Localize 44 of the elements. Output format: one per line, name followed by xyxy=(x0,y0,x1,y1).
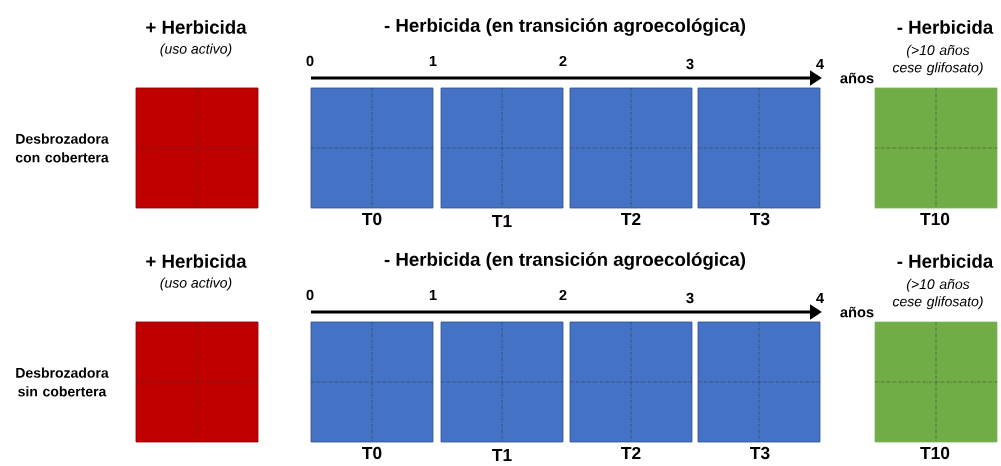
tick-label: 0 xyxy=(306,289,314,301)
tick-label: 1 xyxy=(429,55,437,67)
tick-label: 2 xyxy=(559,289,567,301)
plot-square xyxy=(310,87,434,209)
row-label: Desbrozadora sin cobertera xyxy=(16,367,109,397)
heading: - Herbicida (en transición agroecológica) xyxy=(384,18,746,36)
subheading: (uso activo) xyxy=(160,277,232,291)
tick-label: 4 xyxy=(816,58,824,70)
tick-label: 3 xyxy=(686,292,694,304)
plot-square xyxy=(874,321,998,443)
plot-square xyxy=(569,87,693,209)
plot-square xyxy=(440,87,564,209)
square-label: T3 xyxy=(750,446,770,460)
square-label: T10 xyxy=(920,446,950,460)
axis-label: años xyxy=(840,306,874,318)
square-label: T0 xyxy=(362,446,382,460)
square-label: T2 xyxy=(621,446,641,460)
square-label: T1 xyxy=(492,449,512,461)
row-label: Desbrozadora con cobertera xyxy=(15,133,109,163)
plot-square xyxy=(874,87,998,209)
plot-square xyxy=(697,87,821,209)
plot-square xyxy=(135,321,259,443)
axis-label: años xyxy=(840,72,874,84)
heading: - Herbicida xyxy=(897,254,994,268)
tick-label: 1 xyxy=(429,289,437,301)
tick-label: 3 xyxy=(686,58,694,70)
square-label: T1 xyxy=(492,215,512,227)
square-label: T3 xyxy=(750,212,770,226)
heading: - Herbicida xyxy=(897,20,994,34)
tick-label: 2 xyxy=(559,55,567,67)
tick-label: 4 xyxy=(816,292,824,304)
subheading: (uso activo) xyxy=(160,43,232,57)
plot-square xyxy=(440,321,564,443)
plot-square xyxy=(569,321,693,443)
square-label: T10 xyxy=(920,212,950,226)
plot-square xyxy=(697,321,821,443)
heading: - Herbicida (en transición agroecológica) xyxy=(384,252,746,270)
heading: + Herbicida xyxy=(146,254,247,268)
square-label: T0 xyxy=(362,212,382,226)
plot-square xyxy=(310,321,434,443)
square-label: T2 xyxy=(621,212,641,226)
heading: + Herbicida xyxy=(146,20,247,34)
tick-label: 0 xyxy=(306,55,314,67)
plot-square xyxy=(135,87,259,209)
